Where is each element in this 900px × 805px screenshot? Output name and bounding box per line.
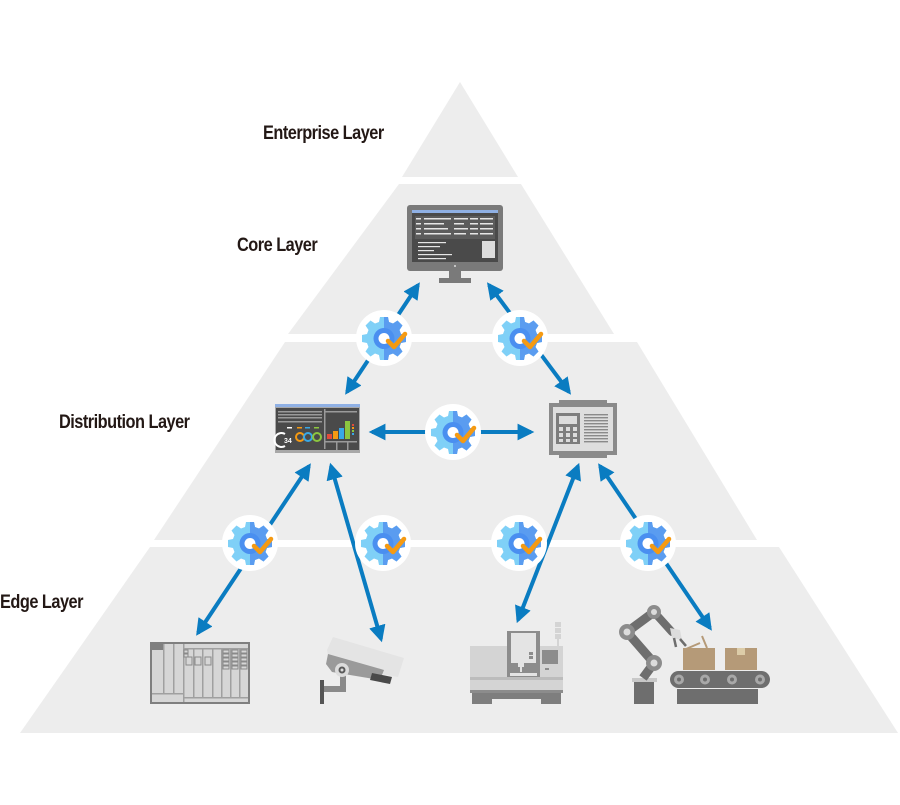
arrow-cnc-to-terminal xyxy=(515,462,581,624)
gear-check-icon xyxy=(491,515,547,571)
cnc-machine-icon xyxy=(470,622,563,704)
layer-separator xyxy=(148,540,788,547)
gear-check-icon xyxy=(222,515,278,571)
security-camera-icon xyxy=(320,637,404,704)
layer-label-distribution: Distribution Layer xyxy=(59,412,190,433)
layer-separator xyxy=(280,334,645,342)
dashboard-gauge-value: 34 xyxy=(284,438,292,445)
arrow-camera-to-dashboard xyxy=(326,462,386,643)
robot-arm-conveyor-icon xyxy=(619,605,770,704)
layer-label-core: Core Layer xyxy=(237,235,318,256)
layer-label-enterprise: Enterprise Layer xyxy=(263,123,384,144)
gear-check-icon xyxy=(425,404,481,460)
pyramid-band-edge xyxy=(20,547,898,733)
desktop-monitor-icon xyxy=(407,205,503,283)
layer-label-edge: Edge Layer xyxy=(0,592,83,613)
gear-check-icon xyxy=(355,515,411,571)
plc-rack-icon xyxy=(150,642,250,704)
gear-check-icon xyxy=(492,310,548,366)
layer-separator xyxy=(395,177,525,184)
control-terminal-icon xyxy=(549,400,617,458)
gear-check-icon xyxy=(620,515,676,571)
dashboard-panel-icon: 34 xyxy=(273,404,360,453)
pyramid-band-enterprise xyxy=(402,82,518,177)
gear-check-icon xyxy=(356,310,412,366)
